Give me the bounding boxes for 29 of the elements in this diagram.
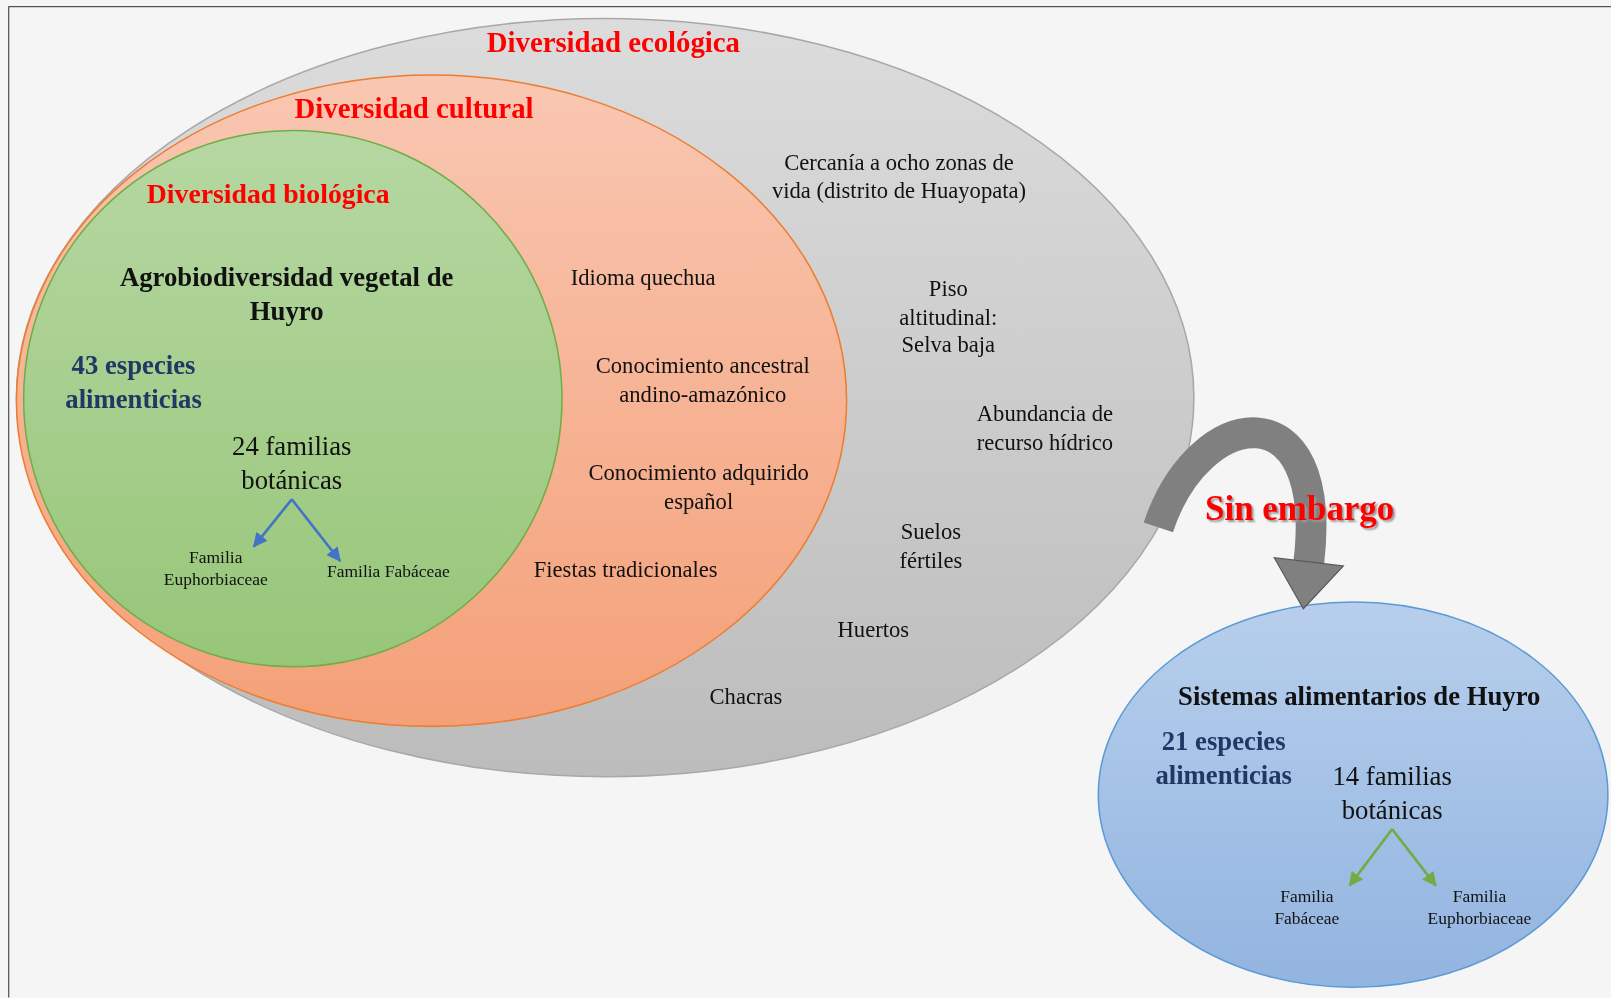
species-count: 43 especies alimenticias (64, 349, 203, 416)
note-text: Idioma quechua (569, 263, 717, 292)
family-label: Familia Fabáceae (295, 560, 481, 583)
node-title: Agrobiodiversidad vegetal de Huyro (118, 261, 455, 328)
species-count: 21 especies alimenticias (1154, 725, 1293, 792)
family-label: Familia Euphorbiaceae (1412, 885, 1547, 930)
group-title: Diversidad biológica (145, 177, 391, 212)
food-systems-ellipse (1097, 601, 1609, 989)
family-label: Familia Euphorbiaceae (149, 546, 283, 591)
arrow (1391, 828, 1437, 887)
group-title: Diversidad cultural (293, 91, 535, 127)
group-title: Diversidad ecológica (485, 25, 741, 61)
node-title: Sistemas alimentarios de Huyro (1177, 680, 1542, 713)
family-count: 24 familias botánicas (214, 430, 369, 498)
note-text: Conocimiento adquirido español (587, 458, 810, 515)
note-text: Suelos fértiles (898, 517, 964, 575)
note-text: Cercanía a ocho zonas de vida (distrito de Huayopata) (770, 148, 1028, 205)
arrow (290, 498, 342, 562)
family-count: 14 familias botánicas (1315, 760, 1470, 828)
arrow (1348, 828, 1394, 887)
note-text: Huertos (836, 615, 911, 644)
note-text: Fiestas tradicionales (532, 555, 719, 585)
note-text: Conocimiento ancestral andino-amazónico (594, 351, 811, 408)
family-label: Familia Fabáceae (1260, 885, 1354, 930)
note-text: Chacras (708, 682, 784, 711)
note-text: Abundancia de recurso hídrico (975, 399, 1114, 457)
edge-label: Sin embargo (1204, 488, 1396, 530)
note-text: Piso altitudinal: Selva baja (898, 274, 999, 360)
arrow (252, 498, 293, 548)
